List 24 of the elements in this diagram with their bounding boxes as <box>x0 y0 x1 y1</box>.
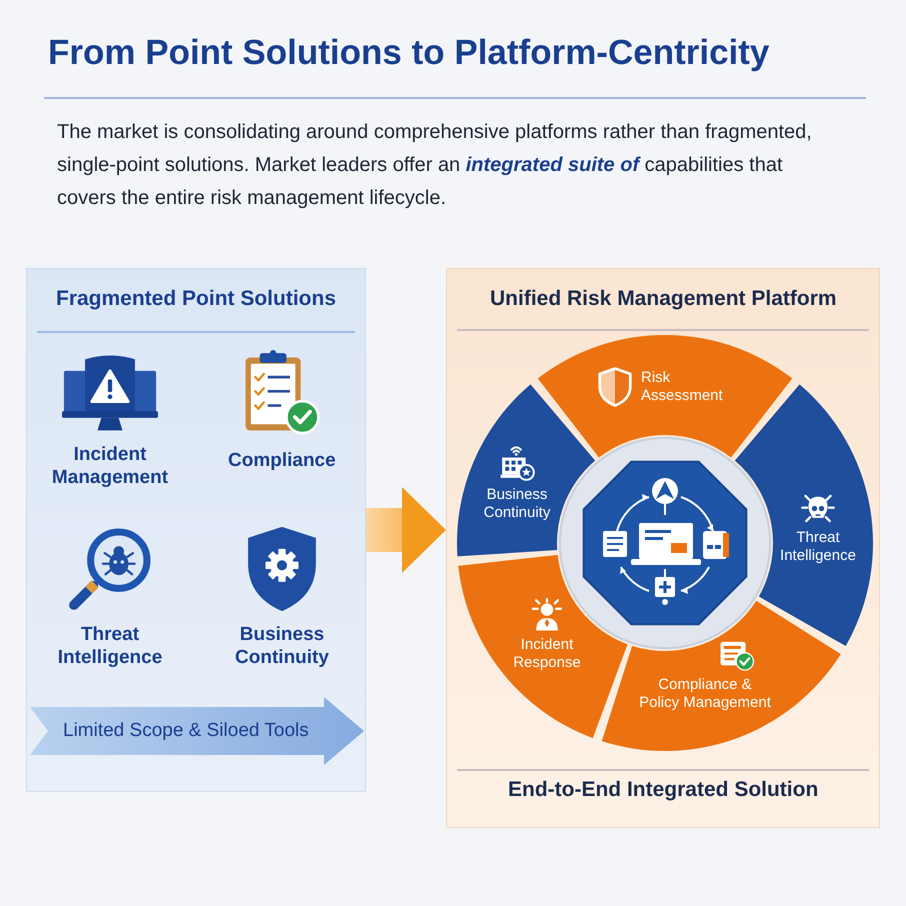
banner-label: Limited Scope & Siloed Tools <box>63 719 309 743</box>
panel-heading: Fragmented Point Solutions <box>56 286 336 312</box>
segment-label: Business Continuity <box>482 486 552 522</box>
ring-segment <box>537 335 793 458</box>
panel-footer-text: End-to-End Integrated Solution <box>508 777 818 803</box>
panel <box>446 268 880 828</box>
intro-paragraph: The market is consolidating around comprehensive platforms rather than fragmented, single-point solutions. Market leaders offer an integrated suite of capabilities that covers the entire risk management lifecycle. <box>57 120 813 211</box>
ring-segment <box>601 600 841 751</box>
item-label: Compliance <box>228 449 336 472</box>
panel-heading: Unified Risk Management Platform <box>490 286 837 312</box>
arrow <box>366 487 446 573</box>
ring-segment <box>457 384 596 557</box>
segment-label: Compliance & Policy Management <box>638 676 772 712</box>
panel <box>26 268 366 792</box>
item-label: Threat Intelligence <box>56 623 164 669</box>
ring-segment <box>458 554 628 739</box>
item-label: Business Continuity <box>234 623 330 669</box>
page-title: From Point Solutions to Platform-Centricity <box>48 32 770 74</box>
segment-label: Threat Intelligence <box>779 529 857 565</box>
arrow-banner <box>30 697 364 765</box>
item-label: Incident Management <box>50 443 170 489</box>
segment-label: Incident Response <box>512 636 582 672</box>
segment-label: Risk Assessment <box>641 369 724 405</box>
ring-segment <box>734 384 873 647</box>
